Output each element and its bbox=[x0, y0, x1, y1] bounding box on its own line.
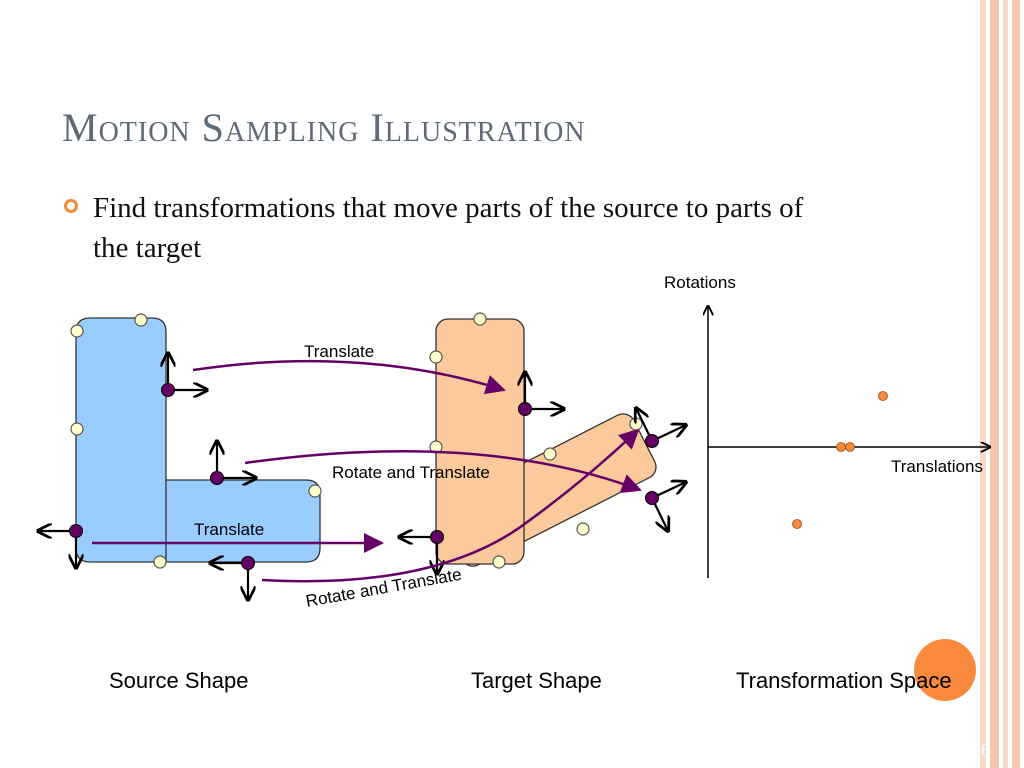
sample-point bbox=[473, 312, 487, 326]
sample-point bbox=[134, 313, 148, 327]
page-number-badge bbox=[914, 639, 976, 701]
transform-point bbox=[836, 442, 846, 452]
transform-point bbox=[878, 391, 888, 401]
caption-target-shape: Target Shape bbox=[471, 668, 602, 693]
sample-point bbox=[492, 555, 506, 569]
decor-stripe bbox=[990, 0, 999, 768]
sample-point bbox=[429, 350, 443, 364]
transformation-curves bbox=[92, 359, 642, 583]
label-rotate-translate-mid: Rotate and Translate bbox=[332, 463, 490, 482]
sample-point bbox=[629, 417, 643, 431]
feature-point bbox=[518, 402, 532, 416]
axis-label-translations: Translations bbox=[891, 457, 983, 476]
label-translate-bottom: Translate bbox=[194, 520, 265, 539]
feature-point bbox=[161, 383, 175, 397]
feature-point bbox=[210, 471, 224, 485]
feature-points bbox=[69, 383, 659, 570]
sample-point bbox=[70, 422, 84, 436]
sample-points bbox=[70, 312, 643, 569]
sample-point bbox=[543, 447, 557, 461]
transform-point bbox=[845, 442, 855, 452]
transform-point bbox=[792, 519, 802, 529]
feature-point bbox=[645, 434, 659, 448]
slide-title: Motion Sampling Illustration bbox=[62, 105, 586, 150]
curve-translate-top bbox=[192, 359, 506, 395]
caption-transformation-space: Transformation Space bbox=[736, 668, 952, 693]
target-shape-vertical-bar bbox=[435, 318, 525, 565]
decor-stripe bbox=[1003, 0, 1008, 768]
sample-point bbox=[70, 324, 84, 338]
sample-point bbox=[308, 484, 322, 498]
caption-source-shape: Source Shape bbox=[109, 668, 249, 693]
curve-rotate-translate-bottom bbox=[261, 428, 640, 583]
sample-point bbox=[576, 522, 590, 536]
page-number: 26 bbox=[972, 740, 990, 760]
feature-point bbox=[645, 491, 659, 505]
sample-point bbox=[153, 555, 167, 569]
feature-point bbox=[241, 556, 255, 570]
decor-stripe bbox=[980, 0, 986, 768]
feature-point bbox=[69, 524, 83, 538]
bullet-text: Find transformations that move parts of … bbox=[93, 192, 804, 264]
feature-point bbox=[430, 530, 444, 544]
axis-label-rotations: Rotations bbox=[664, 273, 736, 292]
label-translate-top: Translate bbox=[304, 342, 375, 361]
decor-stripe bbox=[1012, 0, 1020, 768]
bullet-icon bbox=[64, 199, 78, 213]
curve-rotate-translate-mid bbox=[244, 450, 642, 494]
